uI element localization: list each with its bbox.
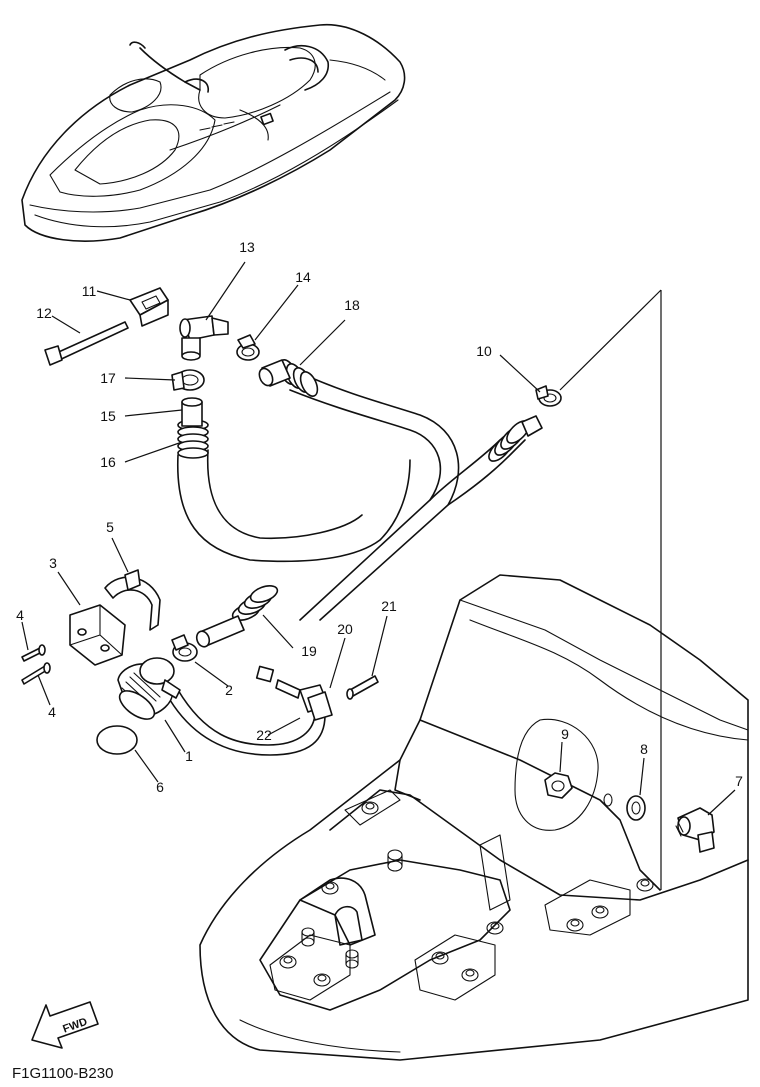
callout-20: 20 [337,621,353,637]
hose-22 [169,699,326,756]
callout-11: 11 [82,283,97,299]
part-5-band [104,569,161,631]
callout-7: 7 [735,773,743,789]
callout-14: 14 [295,269,311,285]
part-10-clip [535,385,562,407]
callout-1: 1 [185,748,193,764]
part-3-bracket [69,604,126,666]
callout-22: 22 [256,727,272,743]
part-20-fitting [255,665,333,721]
part-2-clip [171,634,198,662]
callout-4-top: 4 [16,607,24,623]
hose-18-19 [195,359,543,648]
part-11-holder [129,287,169,327]
hose-19-corrugation [231,585,279,621]
part-14-clip [236,334,260,361]
callout-19: 19 [301,643,317,659]
callout-5: 5 [106,519,114,535]
leader-lines [21,261,736,816]
callout-21: 21 [381,598,397,614]
part-4-rivets [21,644,51,685]
callout-17: 17 [100,370,116,386]
callout-10: 10 [476,343,492,359]
part-17-clip [171,369,205,391]
callout-15: 15 [100,408,116,424]
callout-9: 9 [561,726,569,742]
part-8-washer [603,793,646,821]
hull-illustration [199,574,749,1061]
part-13-elbow [179,315,229,361]
watercraft-illustration [21,23,406,242]
part-21-pin [346,675,379,700]
callout-12: 12 [36,305,52,321]
callout-16: 16 [100,454,116,470]
callout-labels: 13 14 18 11 12 10 17 15 16 5 3 4 4 2 1 6… [16,239,743,795]
diagram-code: F1G1100-B230 [12,1065,113,1082]
part-6-disc [96,725,138,755]
hose-16 [177,419,411,563]
part-15-pipe [181,397,203,427]
fwd-arrow: FWD [31,1001,99,1049]
part-7-drain-elbow [675,807,715,853]
callout-18: 18 [344,297,360,313]
callout-2: 2 [225,682,233,698]
part-9-nut [544,772,573,799]
callout-6: 6 [156,779,164,795]
callout-13: 13 [239,239,255,255]
callout-4-bottom: 4 [48,704,56,720]
part-1-pump [117,657,181,720]
callout-8: 8 [640,741,648,757]
part-12-cable-tie [44,321,129,366]
callout-3: 3 [49,555,57,571]
